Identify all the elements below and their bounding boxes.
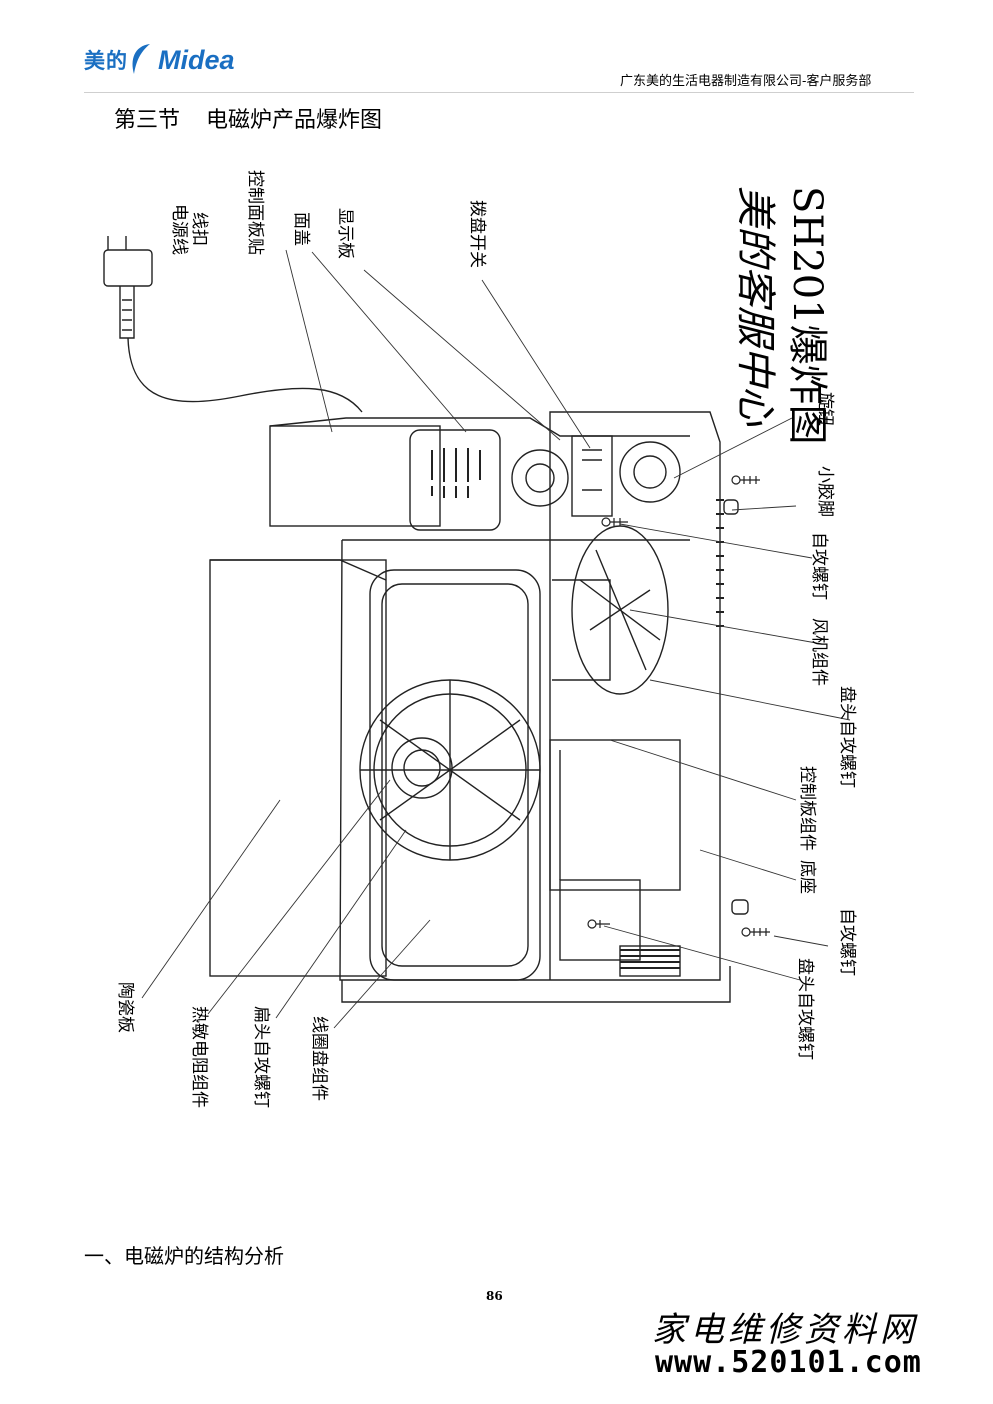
label-dial-switch: 拨盘开关 (467, 200, 487, 268)
subheading: 一、电磁炉的结构分析 (84, 1244, 284, 1268)
label-pan-head-screw-bottom: 盘头自攻螺钉 (795, 958, 815, 1060)
company-name: 广东美的生活电器制造有限公司-客户服务部 (620, 74, 872, 89)
diagram-stamp-line1: 美的客服中心 (732, 186, 778, 427)
label-display-board: 显示板 (335, 208, 355, 259)
header-divider (84, 92, 914, 93)
label-control-board: 控制板组件 (797, 766, 817, 851)
label-coil-assembly: 线圈盘组件 (309, 1016, 329, 1101)
label-screw-top: 自攻螺钉 (809, 532, 829, 600)
watermark-title: 家电维修资料网 (652, 1310, 918, 1350)
brand-english: Midea (158, 44, 235, 75)
page-number: 86 (486, 1289, 503, 1303)
plug-icon (103, 236, 153, 339)
midea-logo: 美的 Midea (84, 38, 235, 82)
label-pan-head-screw-mid: 盘头自攻螺钉 (837, 686, 857, 788)
exploded-view-diagram: 美的客服中心 SH201爆炸图 电源线 线扣 控制面板贴 面盖 显示板 拨盘开关… (103, 170, 857, 1108)
midea-swoosh-icon (132, 44, 150, 74)
label-panel-sticker: 控制面板贴 (245, 170, 265, 255)
section-title: 第三节电磁炉产品爆炸图 (114, 102, 408, 134)
rubber-foot-icon (723, 499, 749, 915)
label-rubber-foot: 小胶脚 (815, 466, 835, 517)
label-ceramic-plate: 陶瓷板 (115, 982, 135, 1033)
label-flat-head-screw: 扁头自攻螺钉 (251, 1006, 271, 1108)
label-cord-clip: 线扣 (189, 212, 209, 246)
label-power-cord: 电源线 (169, 204, 189, 255)
label-knob: 旋钮 (815, 392, 835, 426)
section-number: 第三节 (114, 108, 181, 133)
screw-icon (587, 475, 770, 937)
label-thermistor: 热敏电阻组件 (189, 1006, 209, 1108)
watermark-url: www.520101.com (655, 1345, 922, 1380)
label-top-cover: 面盖 (291, 212, 311, 246)
power-cord-line (127, 337, 363, 413)
brand-chinese: 美的 (84, 49, 128, 73)
label-base: 底座 (797, 860, 817, 894)
label-fan-assembly: 风机组件 (809, 618, 829, 686)
label-screw-bottom: 自攻螺钉 (837, 908, 857, 976)
section-heading: 电磁炉产品爆炸图 (206, 108, 383, 133)
diagram-stamp-line2: SH201爆炸图 (784, 186, 830, 445)
